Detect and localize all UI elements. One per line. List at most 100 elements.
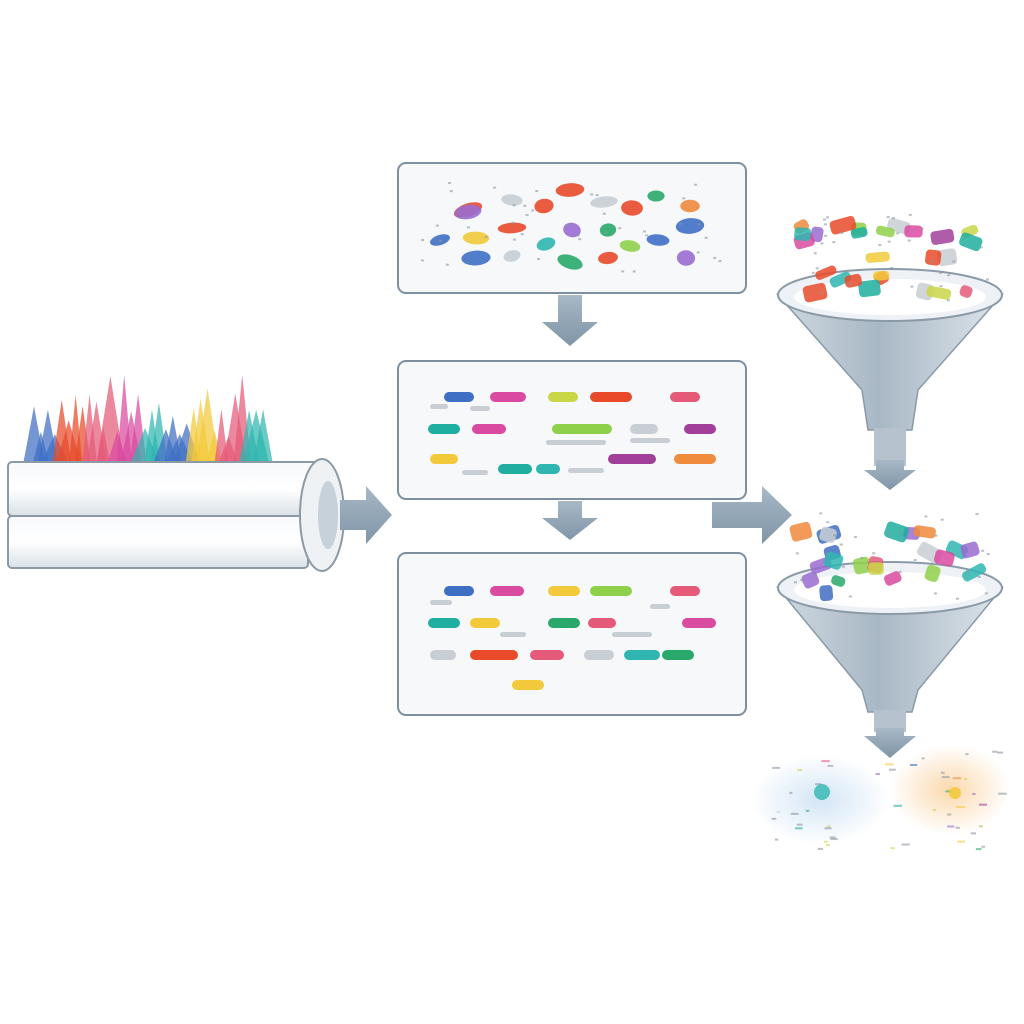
funnel-fragment bbox=[904, 225, 923, 238]
funnel-speck bbox=[946, 299, 950, 302]
sorted-pill bbox=[548, 392, 578, 402]
fragment-speck bbox=[604, 231, 608, 234]
fragment-blob bbox=[462, 231, 490, 245]
funnel-speck bbox=[825, 552, 829, 555]
funnel-speck bbox=[823, 223, 827, 226]
sorted-pill bbox=[684, 424, 716, 434]
fragment-blob bbox=[461, 250, 491, 266]
fragment-blob bbox=[534, 198, 554, 214]
residue-speck bbox=[981, 845, 986, 848]
arrow-panel-top-to-middle bbox=[542, 295, 598, 346]
funnel-top-fragments bbox=[793, 213, 989, 303]
fragment-speck bbox=[576, 234, 580, 237]
fragment-speck bbox=[525, 213, 529, 216]
funnel-speck bbox=[814, 573, 818, 576]
funnel-speck bbox=[849, 282, 853, 285]
residue-speck bbox=[947, 813, 952, 816]
funnel-fragment bbox=[930, 228, 955, 245]
residue-speck bbox=[825, 844, 830, 847]
funnel-speck bbox=[930, 260, 934, 263]
funnel-speck bbox=[800, 579, 804, 582]
residue-speck bbox=[821, 760, 830, 763]
panel-middle-rows bbox=[428, 392, 716, 475]
residue-speck bbox=[772, 766, 781, 769]
funnel-speck bbox=[940, 518, 944, 521]
funnel-fragment bbox=[926, 285, 952, 300]
residue-speck bbox=[921, 757, 925, 760]
sorted-dash bbox=[430, 600, 452, 605]
funnel-speck bbox=[908, 213, 912, 216]
sorted-pill bbox=[670, 586, 700, 596]
arrow-pipes-to-panel bbox=[340, 486, 392, 544]
residue-blob bbox=[814, 784, 830, 800]
residue-speck bbox=[972, 792, 976, 795]
arrow-funnel-top-to-bottom bbox=[864, 460, 916, 490]
residue-speck bbox=[826, 825, 831, 828]
fragment-blob bbox=[680, 199, 700, 213]
arrow-panel-middle-to-bottom bbox=[542, 501, 598, 540]
fragment-blob bbox=[563, 222, 581, 238]
funnel-speck bbox=[952, 260, 956, 263]
fragment-speck bbox=[421, 239, 425, 242]
funnel-speck bbox=[815, 267, 819, 270]
residue-particles bbox=[771, 750, 1007, 851]
residue-speck bbox=[957, 840, 966, 843]
sorted-pill bbox=[472, 424, 506, 434]
sorted-pill bbox=[584, 650, 614, 660]
sorted-pill bbox=[682, 618, 716, 628]
fragment-speck bbox=[704, 236, 708, 239]
fragment-speck bbox=[621, 270, 625, 273]
fragment-speck bbox=[523, 204, 527, 207]
residue-speck bbox=[952, 777, 962, 780]
residue-speck bbox=[796, 823, 803, 826]
residue-speck bbox=[888, 768, 896, 771]
fragment-blob bbox=[454, 204, 482, 220]
fragment-blob bbox=[619, 240, 641, 252]
funnel-speck bbox=[822, 218, 826, 221]
fragment-speck bbox=[632, 270, 636, 273]
fragment-speck bbox=[435, 224, 439, 227]
funnel-speck bbox=[898, 531, 902, 534]
fragment-speck bbox=[696, 251, 700, 254]
residue-speck bbox=[940, 771, 945, 774]
residue-speck bbox=[941, 776, 950, 779]
funnel-fragment bbox=[959, 285, 973, 298]
funnel-fragment bbox=[959, 232, 983, 252]
funnel-speck bbox=[975, 513, 979, 516]
funnel-speck bbox=[984, 592, 988, 595]
funnel-speck bbox=[939, 285, 943, 288]
fragment-blob bbox=[497, 222, 527, 234]
funnel-speck bbox=[934, 592, 938, 595]
funnel-fragment bbox=[850, 227, 868, 239]
residue-speck bbox=[797, 768, 803, 771]
funnel-fragment bbox=[823, 551, 844, 570]
funnel-speck bbox=[811, 271, 815, 274]
funnel-speck bbox=[795, 552, 799, 555]
sorted-pill bbox=[428, 618, 460, 628]
funnel-bottom bbox=[775, 561, 1005, 732]
funnel-fragment bbox=[819, 585, 834, 602]
residue-speck bbox=[997, 751, 1003, 754]
residue-speck bbox=[827, 764, 834, 767]
funnel-fragment bbox=[789, 521, 813, 542]
residue-speck bbox=[790, 812, 799, 815]
funnel-speck bbox=[986, 553, 990, 556]
funnel-speck bbox=[892, 217, 896, 220]
sorted-pill bbox=[490, 586, 524, 596]
sorted-dash bbox=[462, 470, 488, 475]
fragment-blob bbox=[590, 196, 618, 208]
fragment-speck bbox=[535, 190, 539, 193]
arrow-panel-to-funnel bbox=[712, 486, 792, 544]
funnel-fragment bbox=[852, 556, 872, 575]
funnel-fragment bbox=[934, 549, 955, 567]
funnel-fragment bbox=[802, 282, 828, 303]
residue-speck bbox=[964, 777, 968, 780]
funnel-fragment bbox=[962, 563, 987, 582]
funnel-speck bbox=[813, 252, 817, 255]
residue-speck bbox=[965, 753, 969, 756]
fragment-blob bbox=[536, 237, 556, 251]
residue-glow-blue bbox=[750, 755, 890, 845]
fragment-blob bbox=[555, 183, 585, 197]
residue-speck bbox=[978, 803, 988, 806]
